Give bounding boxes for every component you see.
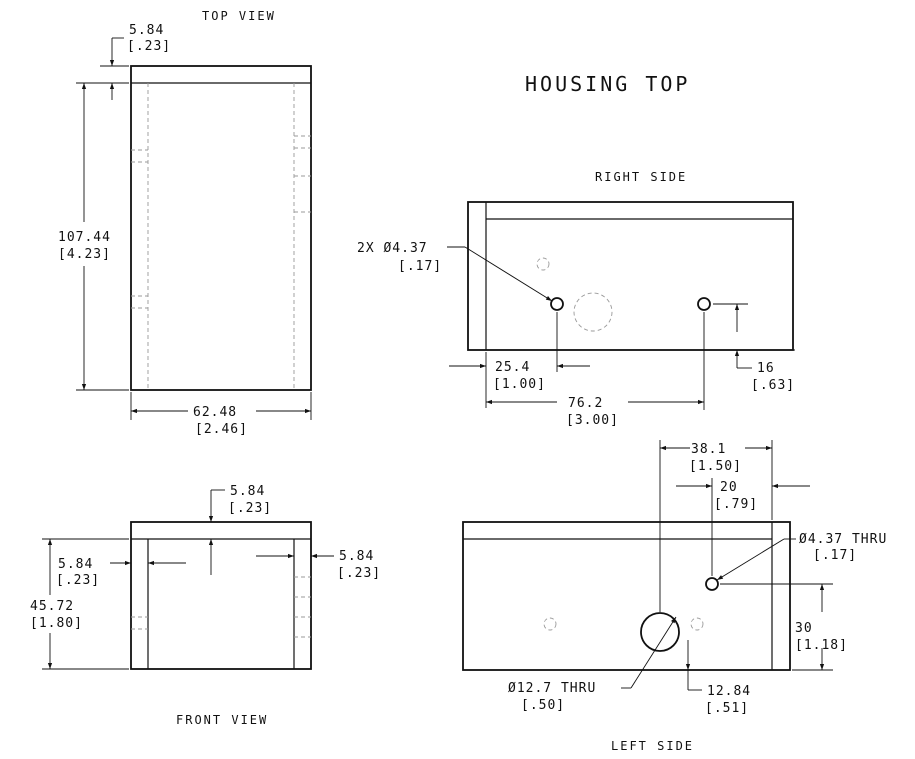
left-big-dia-in: [.50]	[521, 698, 565, 713]
front-top-mm: 5.84	[230, 484, 265, 499]
right-x1-mm: 25.4	[495, 360, 530, 375]
left-small-dia-leader	[716, 538, 785, 581]
top-length-in: [4.23]	[58, 247, 111, 262]
left-x2-mm: 20	[720, 480, 738, 495]
left-side-view: LEFT SIDE 38.1 [1.50] 20 [.79] Ø4.37 THR…	[462, 440, 887, 753]
right-side-hole-right	[697, 297, 711, 311]
front-view-hidden-tabs	[131, 576, 311, 638]
right-side-view: RIGHT SIDE 2X Ø4.37 [.17] 25.4 [1.00] 76…	[357, 170, 795, 428]
right-y-in: [.63]	[751, 378, 795, 393]
top-view: TOP VIEW 5.84 [.23] 107.44 [4.23] 62.48 …	[58, 9, 312, 437]
left-small-dia-mm: Ø4.37 THRU	[799, 532, 887, 547]
right-side-hidden-hole-large	[573, 292, 613, 332]
right-side-label: RIGHT SIDE	[595, 170, 687, 184]
front-right-in: [.23]	[337, 566, 381, 581]
left-x1-mm: 38.1	[691, 442, 726, 457]
front-left-in: [.23]	[56, 573, 100, 588]
left-big-dia-leader	[630, 616, 677, 689]
left-big-dia-mm: Ø12.7 THRU	[508, 681, 596, 696]
front-view: FRONT VIEW 5.84 [.23] 5.84 [.23] 5.84 [.…	[30, 484, 381, 727]
front-top-in: [.23]	[228, 501, 272, 516]
top-width-mm: 62.48	[193, 405, 237, 420]
front-height-mm: 45.72	[30, 599, 74, 614]
right-hole-dia-mm: 2X Ø4.37	[357, 241, 428, 256]
top-width-in: [2.46]	[195, 422, 248, 437]
left-side-hidden-hole-right	[690, 617, 704, 631]
right-x2-mm: 76.2	[568, 396, 603, 411]
left-y2-mm: 12.84	[707, 684, 751, 699]
right-hole-leader	[464, 246, 553, 302]
left-x1-in: [1.50]	[689, 459, 742, 474]
right-x1-in: [1.00]	[493, 377, 546, 392]
right-side-hole-left	[550, 297, 564, 311]
left-side-hole-small	[705, 577, 719, 591]
left-y-in: [1.18]	[795, 638, 848, 653]
front-left-mm: 5.84	[58, 557, 93, 572]
right-y-mm: 16	[757, 361, 775, 376]
left-x2-in: [.79]	[714, 497, 758, 512]
front-right-mm: 5.84	[339, 549, 374, 564]
right-side-outline	[467, 201, 794, 351]
top-view-label: TOP VIEW	[202, 9, 276, 23]
top-view-hidden-tabs	[131, 135, 311, 309]
top-wall-mm: 5.84	[129, 23, 164, 38]
left-side-hole-large	[640, 612, 680, 652]
drawing-title: HOUSING TOP	[525, 72, 690, 96]
left-side-hidden-hole-left	[543, 617, 557, 631]
left-y-mm: 30	[795, 621, 813, 636]
top-view-outline	[130, 65, 312, 391]
front-view-outline	[130, 521, 312, 670]
right-side-hidden-hole-small	[536, 257, 550, 271]
right-hole-dia-in: [.17]	[398, 259, 442, 274]
left-small-dia-in: [.17]	[813, 548, 857, 563]
front-height-in: [1.80]	[30, 616, 83, 631]
right-x2-in: [3.00]	[566, 413, 619, 428]
top-length-mm: 107.44	[58, 230, 111, 245]
front-view-label: FRONT VIEW	[176, 713, 268, 727]
left-side-outline	[462, 521, 791, 671]
left-side-label: LEFT SIDE	[611, 739, 694, 753]
top-wall-in: [.23]	[127, 39, 171, 54]
left-y2-in: [.51]	[705, 701, 749, 716]
